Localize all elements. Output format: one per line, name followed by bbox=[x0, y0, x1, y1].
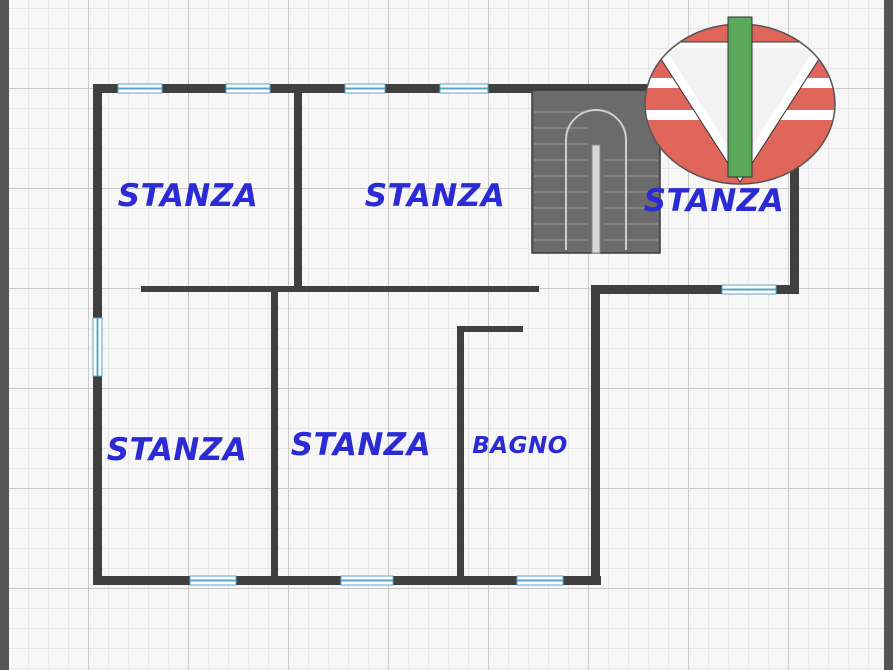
room-label-4: STANZA bbox=[106, 432, 248, 468]
windows bbox=[92, 83, 800, 586]
right-page-edge bbox=[884, 0, 893, 670]
room-label-3: STANZA bbox=[643, 183, 785, 219]
left-page-edge bbox=[0, 0, 9, 670]
agency-logo-icon bbox=[644, 16, 836, 185]
room-label-2: STANZA bbox=[364, 178, 506, 214]
room-label-1: STANZA bbox=[117, 178, 259, 214]
staircase-icon bbox=[531, 89, 661, 254]
room-label-bathroom: BAGNO bbox=[472, 433, 568, 459]
room-label-5: STANZA bbox=[290, 427, 432, 463]
